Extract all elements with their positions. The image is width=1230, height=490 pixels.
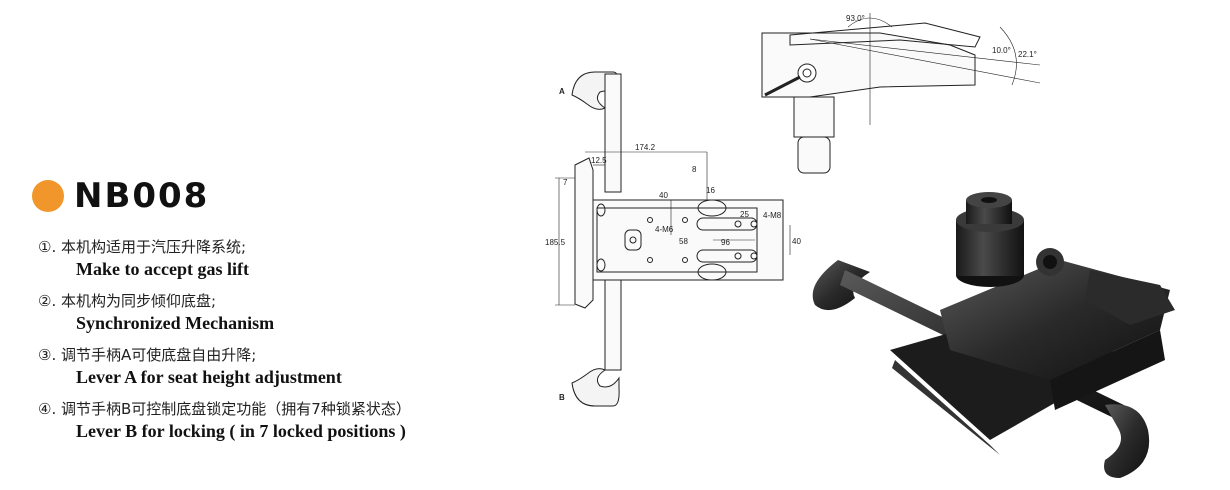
- dim-label: 40: [659, 191, 668, 200]
- top-view-drawing: A B 174.2 12.5 7 185.5 40 8 16 4-M6 58 2…: [545, 71, 801, 407]
- dim-label: 4-M8: [763, 211, 782, 220]
- feature-list: ①. 本机构适用于汽压升降系统; Make to accept gas lift…: [38, 236, 558, 452]
- feature-cn: ②. 本机构为同步倾仰底盘;: [38, 292, 217, 310]
- dim-label: 7: [563, 178, 568, 187]
- angle-label: 22.1°: [1018, 50, 1037, 59]
- dim-label: 16: [706, 186, 715, 195]
- angle-label: 93.0°: [846, 14, 865, 23]
- feature-en: Synchronized Mechanism: [76, 313, 275, 333]
- feature-en: Lever A for seat height adjustment: [76, 367, 342, 387]
- dim-label: 58: [679, 237, 688, 246]
- side-view-drawing: 93.0° 10.0° 22.1°: [761, 13, 1041, 174]
- product-title: NB008: [32, 176, 209, 216]
- lever-a-label: A: [559, 87, 565, 96]
- model-name: NB008: [74, 176, 210, 216]
- dim-label: 96: [721, 238, 730, 247]
- feature-item: ③. 调节手柄A可使底盘自由升降; Lever A for seat heigh…: [38, 344, 558, 388]
- dim-label: 4-M6: [655, 225, 674, 234]
- feature-cn: ③. 调节手柄A可使底盘自由升降;: [38, 346, 257, 364]
- feature-en: Lever B for locking ( in 7 locked positi…: [76, 421, 406, 441]
- dim-label: 25: [740, 210, 749, 219]
- feature-cn: ④. 调节手柄B可控制底盘锁定功能（拥有7种锁紧状态）: [38, 400, 411, 418]
- angle-label: 10.0°: [992, 46, 1011, 55]
- dim-label: 40: [792, 237, 801, 246]
- product-photo: [812, 192, 1175, 478]
- dim-label: 174.2: [635, 143, 656, 152]
- feature-en: Make to accept gas lift: [76, 259, 249, 279]
- feature-cn: ①. 本机构适用于汽压升降系统;: [38, 238, 247, 256]
- feature-item: ④. 调节手柄B可控制底盘锁定功能（拥有7种锁紧状态） Lever B for …: [38, 398, 558, 442]
- dim-label: 12.5: [591, 156, 607, 165]
- orange-dot-icon: [32, 180, 64, 212]
- feature-item: ②. 本机构为同步倾仰底盘; Synchronized Mechanism: [38, 290, 558, 334]
- feature-item: ①. 本机构适用于汽压升降系统; Make to accept gas lift: [38, 236, 558, 280]
- dim-label: 8: [692, 165, 697, 174]
- lever-b-label: B: [559, 393, 565, 402]
- dim-label: 185.5: [545, 238, 566, 247]
